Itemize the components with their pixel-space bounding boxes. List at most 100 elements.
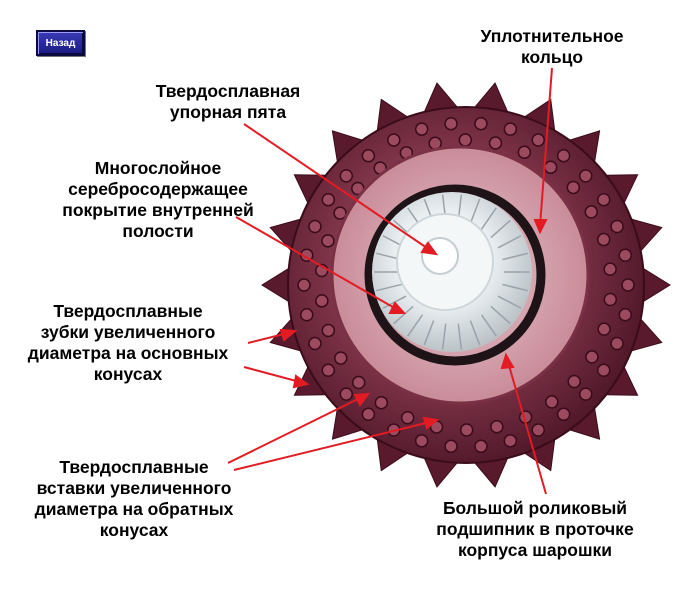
carbide-insert — [339, 169, 354, 183]
label-line: Уплотнительное — [480, 26, 624, 46]
carbide-insert — [603, 292, 618, 307]
label-line: кольцо — [520, 47, 584, 67]
bearing-roller — [497, 295, 522, 309]
arrow-coating — [235, 216, 399, 311]
bearing-roller — [469, 320, 481, 346]
bearing-roller — [497, 235, 522, 249]
bearing-roller — [457, 323, 463, 350]
label-line: Большой роликовый — [442, 498, 628, 518]
bearing-roller — [490, 219, 511, 239]
carbide-insert — [597, 322, 611, 336]
arrowhead-bearing — [500, 352, 515, 370]
carbide-insert — [578, 387, 593, 401]
label-line: полости — [122, 221, 194, 241]
carbide-insert — [315, 294, 329, 308]
carbide-insert — [503, 122, 518, 136]
arrowhead-thrust-heel — [420, 241, 439, 256]
carbide-insert — [374, 395, 389, 410]
carbide-insert — [584, 205, 598, 219]
carbide-insert — [556, 407, 571, 422]
arrowhead-inserts-1 — [353, 392, 371, 407]
carbide-insert — [585, 350, 599, 364]
carbide-insert — [621, 278, 635, 292]
carbide-insert — [459, 423, 474, 437]
carbide-insert — [321, 192, 336, 207]
bearing-roller — [376, 283, 402, 292]
arrow-seal-ring — [539, 67, 553, 227]
label-line: корпуса шарошки — [457, 540, 613, 560]
roller-bearing — [374, 194, 530, 350]
label-line: Твердосплавная — [155, 81, 301, 101]
label-line: диаметра на основных — [27, 343, 229, 363]
carbide-insert — [531, 423, 545, 437]
seal-ring — [364, 184, 546, 366]
arrow-inserts-2 — [233, 421, 431, 471]
bearing-roller — [393, 305, 414, 325]
carbide-insert — [308, 336, 322, 351]
arrow-inserts-1 — [227, 396, 363, 464]
carbide-insert — [578, 169, 593, 183]
label-line: вставки увеличенного — [36, 478, 232, 498]
carbide-insert — [490, 419, 504, 434]
bearing-roller — [502, 252, 528, 261]
back-button[interactable]: Назад — [36, 30, 85, 56]
carbide-insert — [566, 180, 581, 195]
arrow-teeth-2 — [243, 366, 301, 383]
arrowhead-seal-ring — [533, 219, 548, 235]
carbide-insert — [543, 160, 558, 175]
label-line: покрытие внутренней — [62, 200, 254, 220]
bearing-roller — [480, 207, 497, 230]
label-line: конусах — [93, 364, 163, 384]
label-bearing: Большой роликовый подшипник в проточке к… — [415, 498, 655, 561]
label-thrust-heel: Твердосплавная упорная пята — [128, 81, 328, 123]
arrow-teeth-1 — [247, 332, 289, 344]
carbide-insert — [556, 148, 571, 163]
carbide-insert — [603, 262, 617, 276]
bearing-roller — [423, 320, 435, 346]
bearing-roller — [480, 314, 497, 337]
carbide-insert — [361, 148, 376, 163]
carbide-insert — [387, 133, 401, 147]
carbide-insert — [596, 363, 611, 378]
label-line: упорная пята — [169, 102, 287, 122]
label-line: Многослойное — [94, 158, 222, 178]
carbide-insert — [339, 387, 354, 401]
carbide-insert — [596, 232, 611, 247]
arrowhead-coating — [388, 301, 407, 314]
carbide-insert — [444, 116, 458, 131]
carbide-insert — [474, 116, 488, 131]
arrowhead-inserts-2 — [422, 416, 440, 430]
carbide-insert — [334, 351, 348, 365]
carbide-insert — [321, 363, 336, 378]
label-inserts: Твердосплавные вставки увеличенного диам… — [0, 457, 268, 541]
bearing-roller — [407, 314, 424, 337]
arrowhead-teeth-1 — [279, 328, 298, 342]
carbide-insert — [300, 308, 314, 322]
carbide-insert — [488, 136, 503, 150]
carbide-insert — [297, 278, 311, 292]
carbide-insert — [503, 434, 518, 448]
bearing-roller — [490, 305, 511, 325]
label-line: зубки увеличенного — [40, 322, 216, 342]
carbide-insert — [444, 439, 458, 454]
label-coating: Многослойное серебросодержащее покрытие … — [38, 158, 278, 242]
carbide-insert — [531, 133, 545, 147]
carbide-insert — [400, 410, 415, 425]
arrow-bearing — [507, 361, 547, 495]
bearing-roller — [441, 323, 447, 350]
carbide-insert — [458, 133, 473, 147]
label-line: Твердосплавные — [59, 457, 209, 477]
label-line: диаметра на обратных — [34, 499, 234, 519]
carbide-insert — [414, 122, 429, 136]
carbide-insert — [545, 395, 559, 409]
label-line: серебросодержащее — [68, 179, 248, 199]
carbide-insert — [321, 234, 335, 248]
carbide-insert — [321, 323, 336, 338]
carbide-insert — [618, 248, 632, 262]
arrows — [227, 67, 553, 495]
label-line: Твердосплавные — [53, 301, 203, 321]
arrowhead-teeth-2 — [292, 374, 310, 389]
label-line: подшипник в проточке — [436, 519, 634, 539]
carbide-insert — [333, 206, 347, 220]
